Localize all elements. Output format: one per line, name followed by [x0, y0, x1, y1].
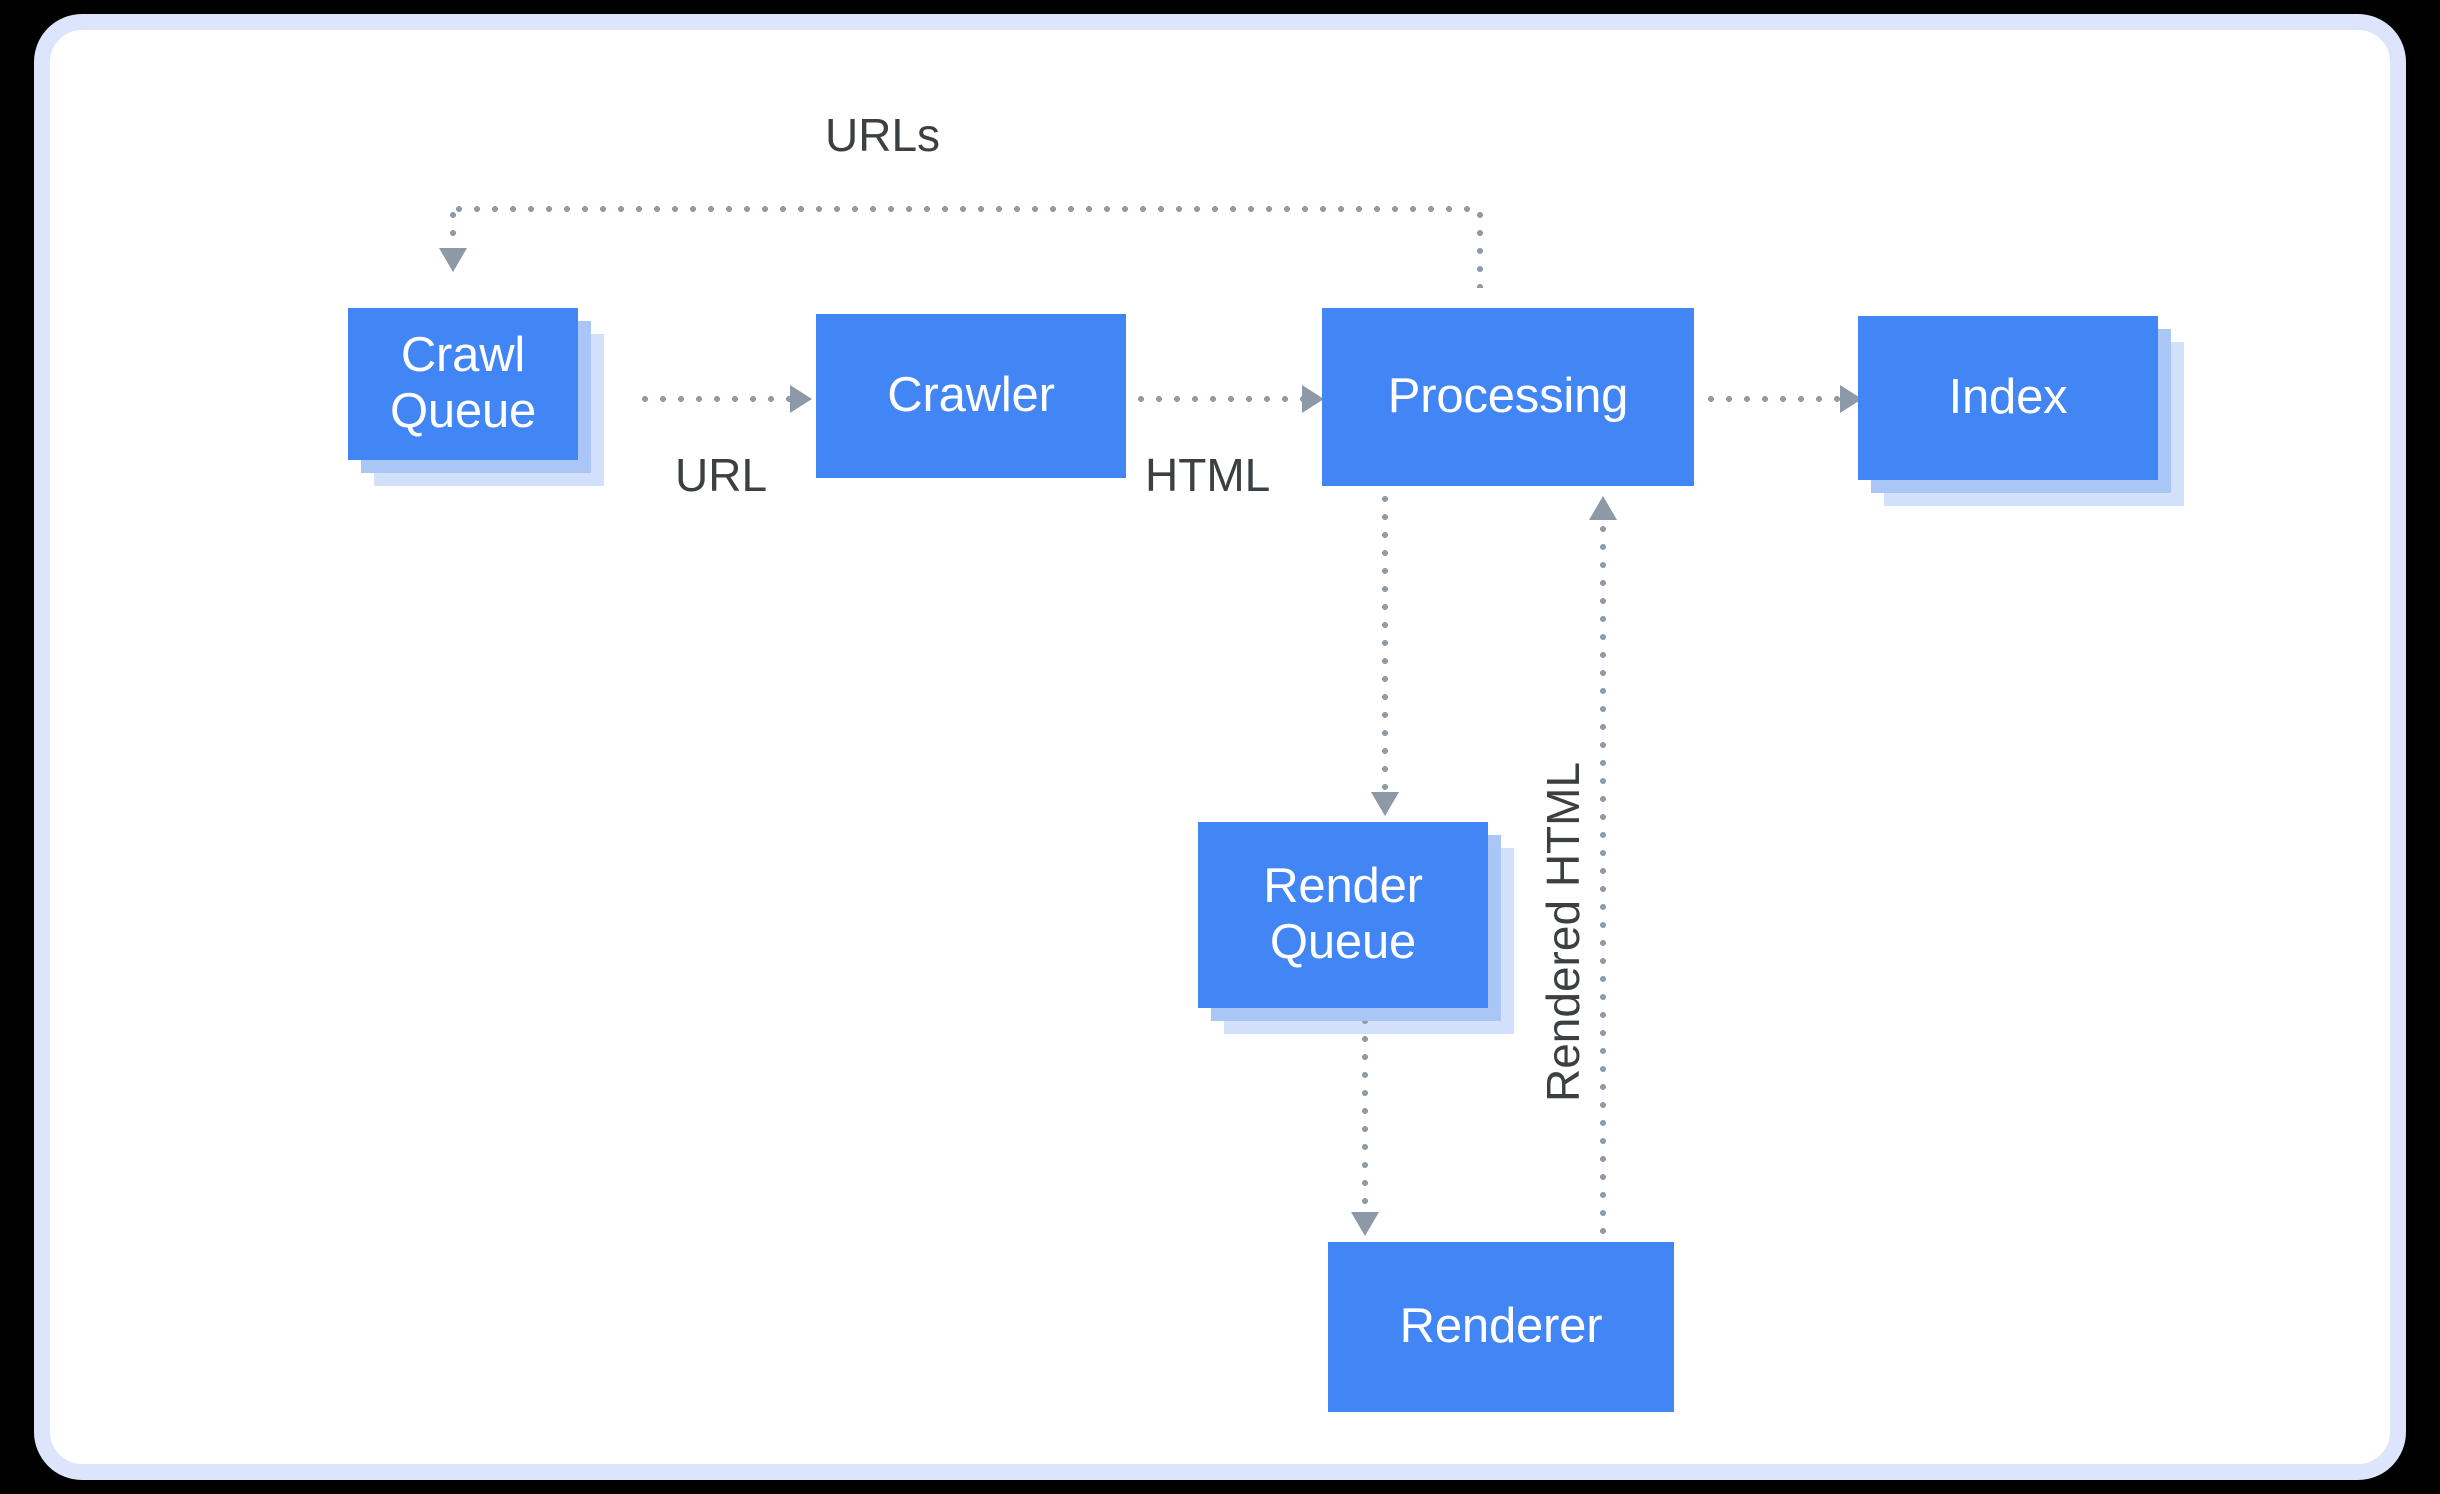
node-index-face: Index — [1858, 316, 2158, 480]
node-crawler[interactable]: Crawler — [816, 314, 1126, 478]
node-crawl-queue-label: Crawl Queue — [389, 328, 537, 438]
connector-processing-to-render-queue — [1382, 490, 1388, 800]
node-crawl-queue-face: Crawl Queue — [348, 308, 578, 460]
connector-renderer-to-processing — [1600, 520, 1606, 1242]
node-processing-face: Processing — [1322, 308, 1694, 486]
arrowhead-urls-to-crawl-queue — [439, 248, 467, 272]
node-crawler-face: Crawler — [816, 314, 1126, 478]
node-renderer[interactable]: Renderer — [1328, 1242, 1674, 1412]
edge-label-url: URL — [675, 449, 768, 501]
node-render-queue-label: Render Queue — [1263, 859, 1423, 969]
arrowhead-renderer-to-processing — [1589, 496, 1617, 520]
connector-urls-feedback-dropper — [450, 206, 456, 254]
connector-render-queue-to-renderer — [1362, 1012, 1368, 1222]
arrowhead-processing-to-render-queue — [1371, 792, 1399, 816]
node-processing-label: Processing — [1387, 369, 1629, 424]
diagram-canvas: URLs Crawl Queue URL Crawler HTML Proces… — [50, 30, 2390, 1464]
edge-label-html: HTML — [1145, 449, 1271, 501]
connector-processing-to-index — [1702, 396, 1850, 402]
edge-label-rendered-html: Rendered HTML — [1537, 761, 1589, 1102]
edge-label-urls: URLs — [825, 109, 941, 161]
node-index-label: Index — [1948, 370, 2068, 425]
connector-urls-feedback-riser — [1477, 206, 1483, 288]
arrowhead-render-queue-to-renderer — [1351, 1212, 1379, 1236]
arrowhead-crawlqueue-to-crawler — [790, 385, 812, 413]
node-render-queue[interactable]: Render Queue — [1198, 822, 1514, 1034]
node-crawl-queue[interactable]: Crawl Queue — [348, 308, 604, 486]
arrowhead-crawler-to-processing — [1302, 385, 1324, 413]
connector-urls-feedback-horizontal — [450, 206, 1480, 212]
node-index[interactable]: Index — [1858, 316, 2184, 506]
connector-crawlqueue-to-crawler — [636, 396, 798, 402]
node-crawler-label: Crawler — [887, 368, 1055, 423]
node-renderer-label: Renderer — [1399, 1299, 1603, 1354]
connector-crawler-to-processing — [1132, 396, 1310, 402]
node-processing[interactable]: Processing — [1322, 308, 1694, 486]
diagram-frame: URLs Crawl Queue URL Crawler HTML Proces… — [34, 14, 2406, 1480]
node-render-queue-face: Render Queue — [1198, 822, 1488, 1008]
node-renderer-face: Renderer — [1328, 1242, 1674, 1412]
arrowhead-processing-to-index — [1840, 385, 1862, 413]
